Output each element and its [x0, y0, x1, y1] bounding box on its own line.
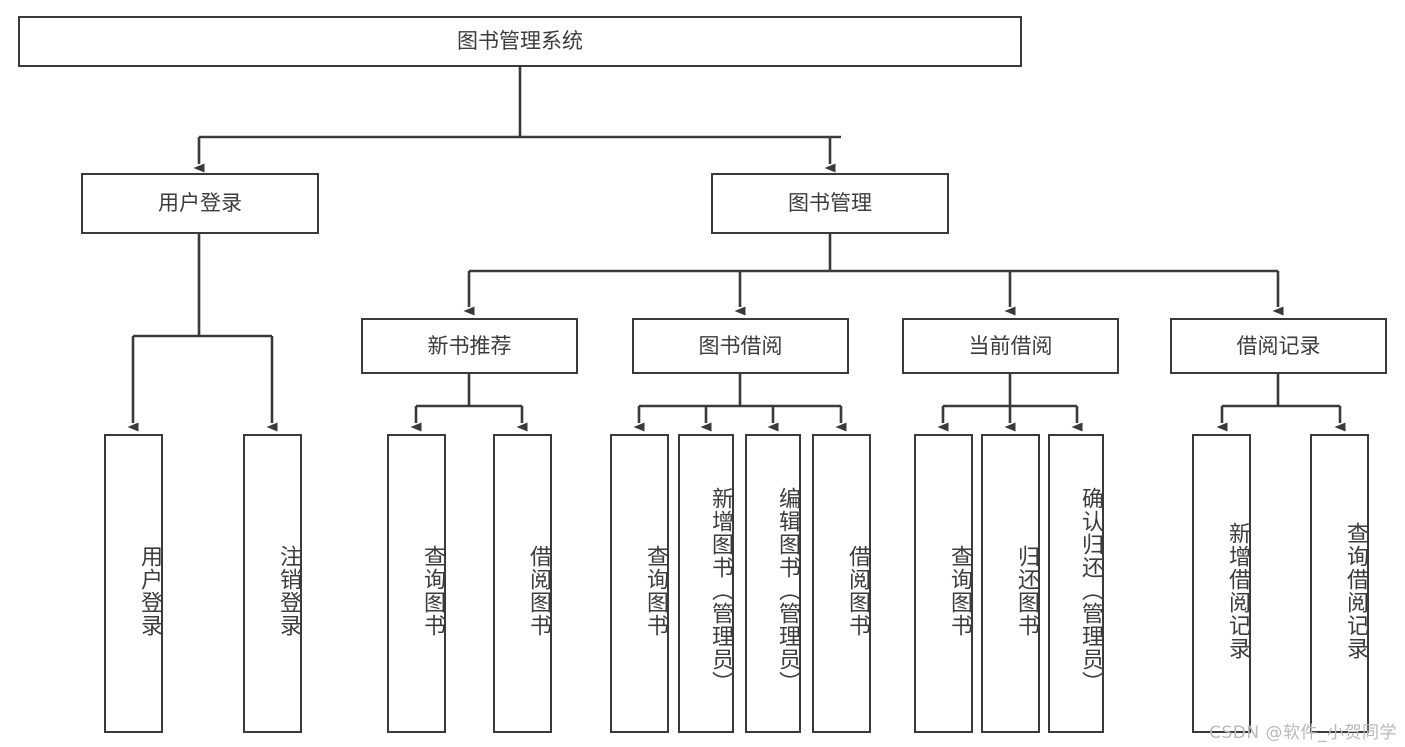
- node-label: 查询图书: [947, 544, 972, 637]
- node-label: 借阅记录: [1236, 333, 1321, 358]
- node-label: 当前借阅: [968, 333, 1053, 358]
- node-root-library-system[interactable]: 图书管理系统: [18, 16, 1022, 67]
- node-book-borrowing[interactable]: 图书借阅: [632, 318, 849, 374]
- leaf-user-login[interactable]: 用户登录: [104, 434, 163, 733]
- node-label: 注销登录: [276, 544, 301, 637]
- node-label: 新增图书（管理员）: [708, 487, 733, 694]
- leaf-confirm-return-admin[interactable]: 确认归还（管理员）: [1048, 434, 1104, 733]
- leaf-borrow-book-borrowing[interactable]: 借阅图书: [812, 434, 871, 733]
- leaf-logout[interactable]: 注销登录: [243, 434, 302, 733]
- node-current-borrowing[interactable]: 当前借阅: [902, 318, 1119, 374]
- node-label: 用户登录: [158, 191, 242, 216]
- node-book-management[interactable]: 图书管理: [711, 173, 949, 234]
- leaf-query-borrow-record[interactable]: 查询借阅记录: [1310, 434, 1369, 733]
- node-label: 归还图书: [1014, 544, 1039, 637]
- node-label: 图书管理: [788, 191, 872, 216]
- leaf-edit-book-admin[interactable]: 编辑图书（管理员）: [745, 434, 801, 733]
- node-label: 借阅图书: [845, 544, 870, 637]
- watermark: CSDN @软件_小贺同学: [1209, 723, 1397, 743]
- leaf-query-book-borrowing[interactable]: 查询图书: [610, 434, 669, 733]
- node-label: 新增借阅记录: [1225, 521, 1250, 660]
- leaf-query-book-recommend[interactable]: 查询图书: [387, 434, 446, 733]
- node-label: 查询图书: [643, 544, 668, 637]
- node-label: 用户登录: [137, 544, 162, 637]
- node-new-book-recommendation[interactable]: 新书推荐: [361, 318, 578, 374]
- leaf-query-book-current[interactable]: 查询图书: [914, 434, 973, 733]
- leaf-return-book[interactable]: 归还图书: [981, 434, 1040, 733]
- leaf-borrow-book-recommend[interactable]: 借阅图书: [493, 434, 552, 733]
- leaf-add-borrow-record[interactable]: 新增借阅记录: [1192, 434, 1251, 733]
- node-borrow-records[interactable]: 借阅记录: [1170, 318, 1387, 374]
- leaf-add-book-admin[interactable]: 新增图书（管理员）: [678, 434, 734, 733]
- node-label: 借阅图书: [526, 544, 551, 637]
- node-label: 图书管理系统: [457, 29, 583, 54]
- node-label: 编辑图书（管理员）: [775, 487, 800, 694]
- node-user-login[interactable]: 用户登录: [81, 173, 319, 234]
- node-label: 确认归还（管理员）: [1078, 487, 1103, 694]
- node-label: 图书借阅: [698, 333, 783, 358]
- node-label: 查询借阅记录: [1343, 521, 1368, 660]
- node-label: 查询图书: [420, 544, 445, 637]
- node-label: 新书推荐: [427, 333, 512, 358]
